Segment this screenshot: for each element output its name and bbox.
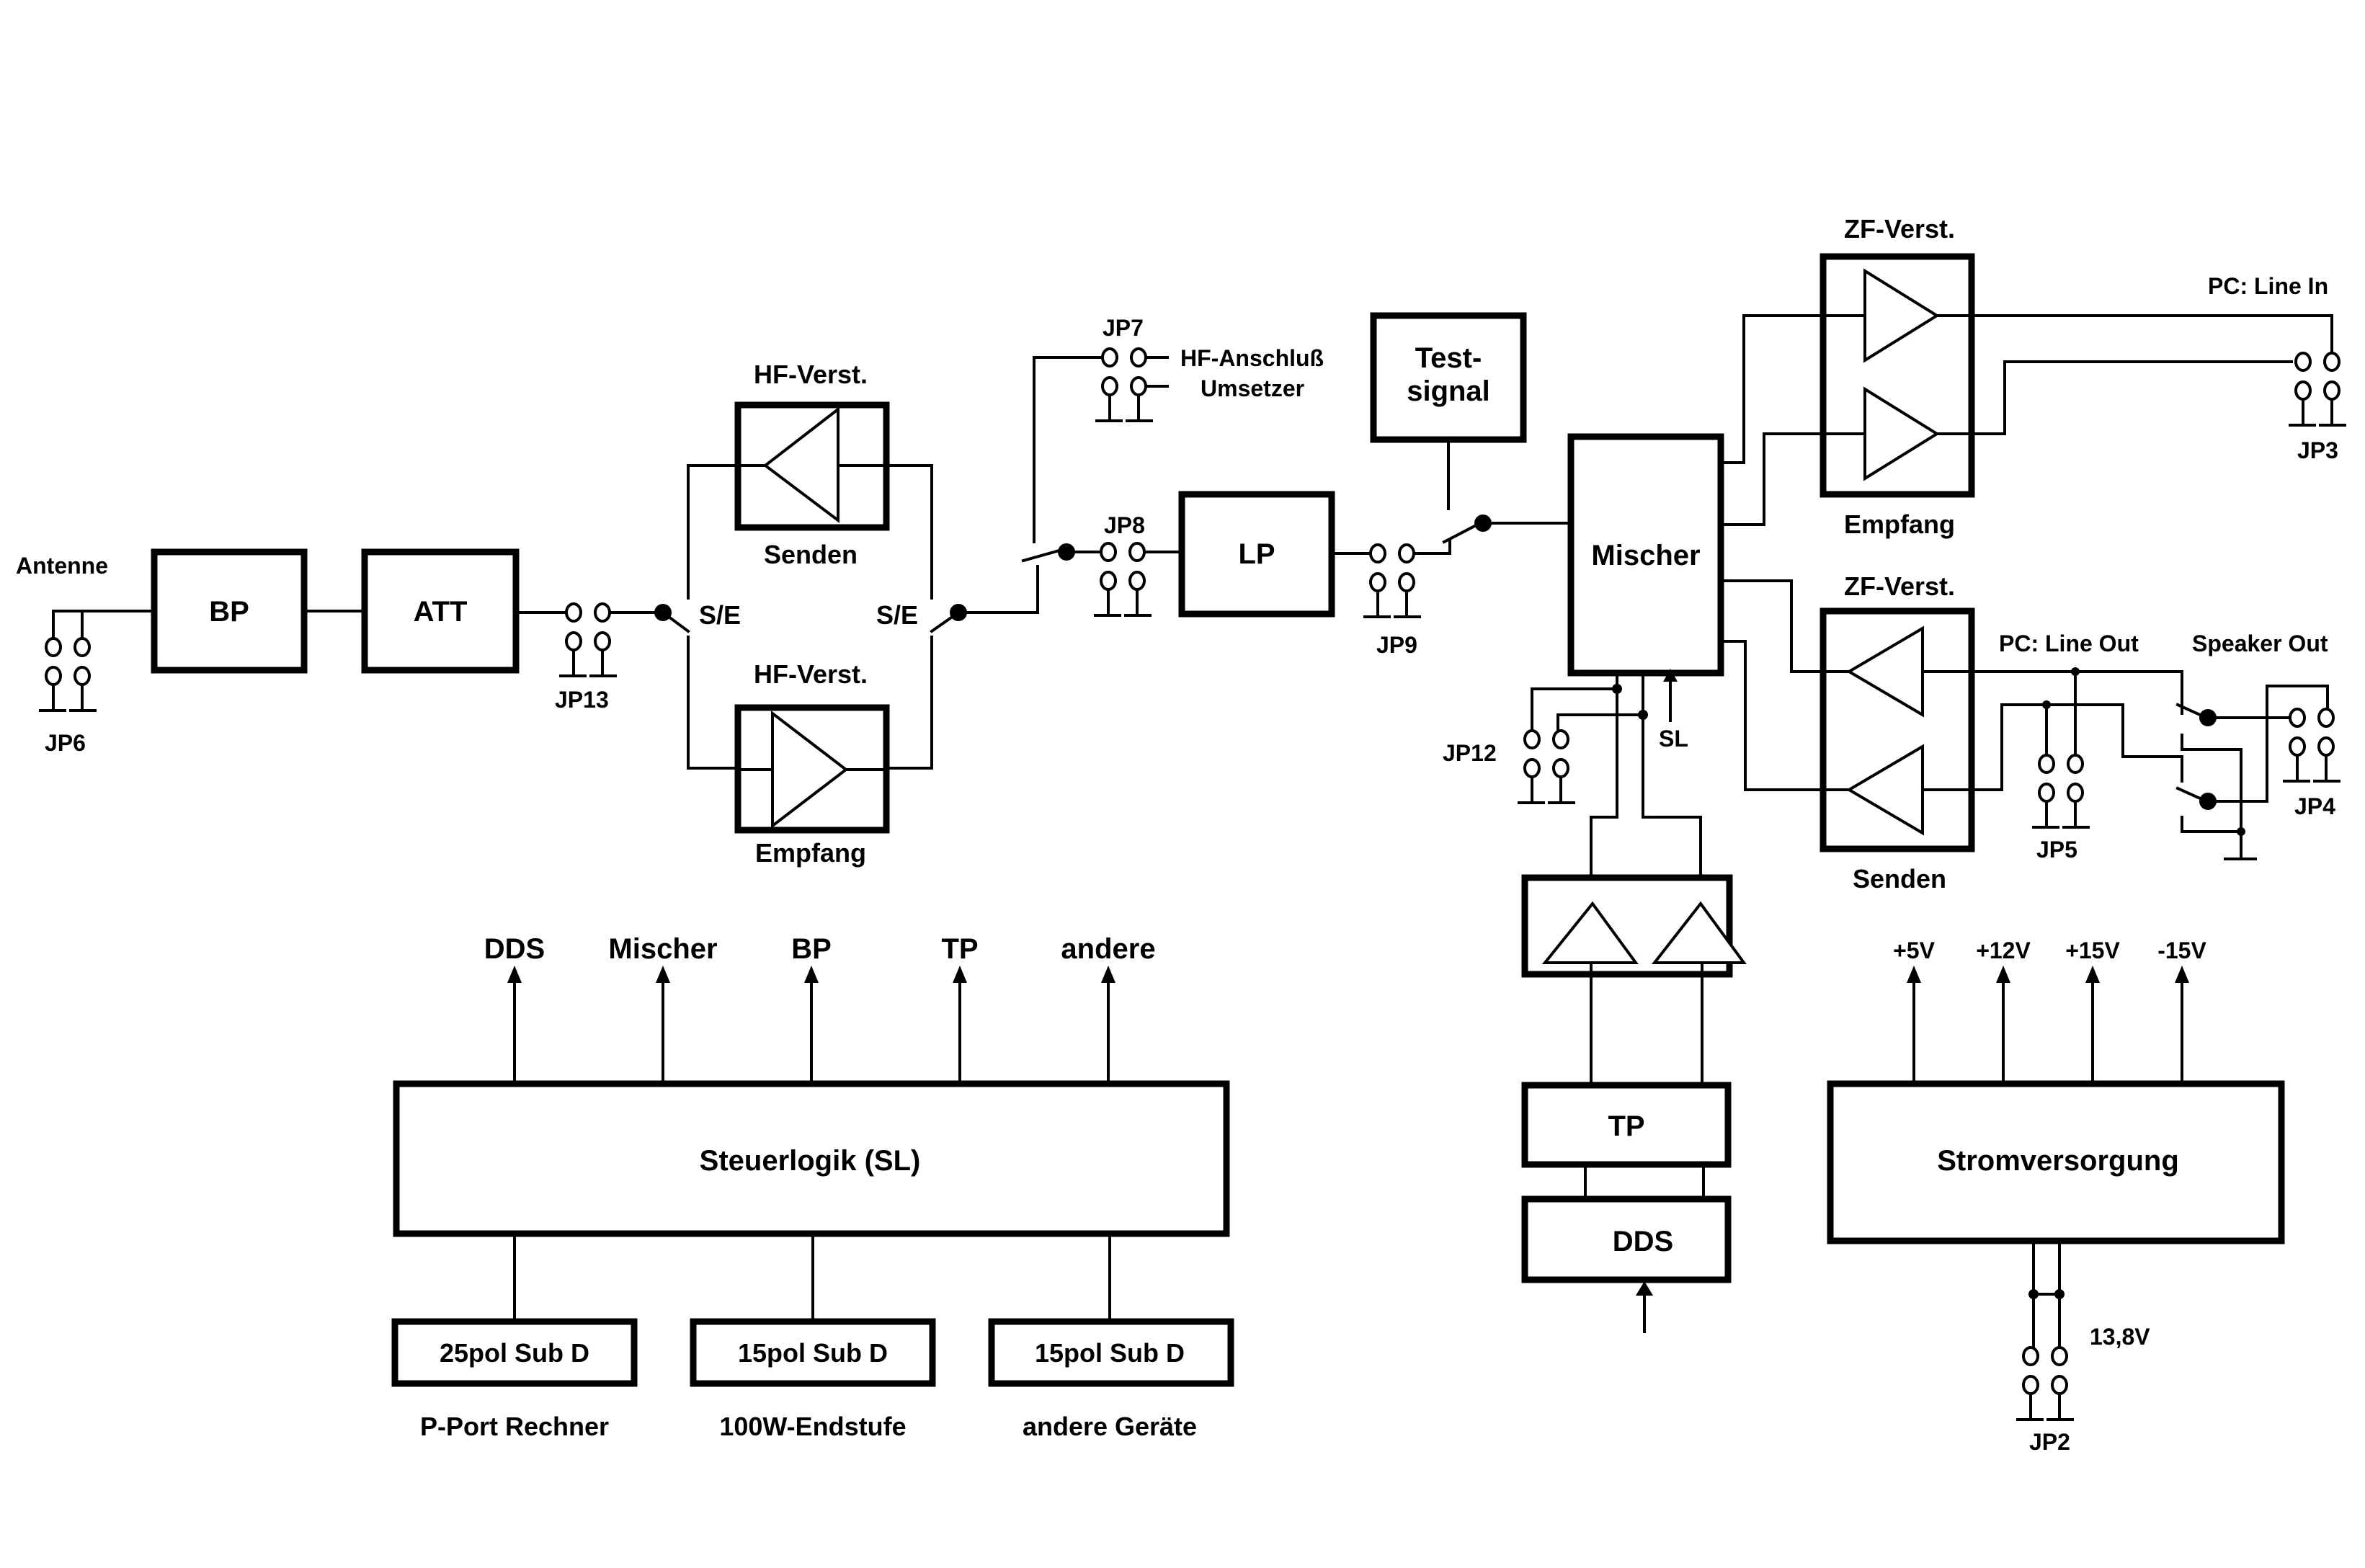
connector-15pol-endstufe[interactable]	[690, 1318, 936, 1387]
power-output-minus15v: -15V	[2157, 937, 2206, 1085]
jp7-note-line2: Umsetzer	[1201, 375, 1304, 401]
control-output-mischer: Mischer	[608, 933, 718, 1085]
zf-tx-title: ZF-Verst.	[1844, 571, 1955, 601]
connector-15pol-andere[interactable]	[988, 1318, 1234, 1387]
power-output-label: +12V	[1976, 937, 2031, 963]
lowpass-block[interactable]	[1178, 491, 1335, 618]
zf-rx-title: ZF-Verst.	[1844, 214, 1955, 244]
jumper-jp8[interactable]	[1094, 542, 1152, 617]
control-logic-label: Steuerlogik (SL)	[700, 1145, 921, 1177]
arrow-up-icon	[656, 966, 670, 983]
line-out-label: PC: Line Out	[1999, 631, 2139, 656]
input-voltage-label: 13,8V	[2090, 1324, 2150, 1350]
connector-caption: andere Geräte	[1023, 1412, 1197, 1441]
jp2-label: JP2	[2029, 1429, 2070, 1455]
arrow-up-icon	[1996, 966, 2010, 983]
jp13-label: JP13	[555, 687, 609, 713]
jumper-jp3[interactable]	[2289, 352, 2346, 427]
arrow-up-icon	[2175, 966, 2189, 983]
dds-label: DDS	[1613, 1226, 1673, 1257]
dds-input-arrow-icon	[1636, 1281, 1653, 1296]
hf-tx-caption: Senden	[764, 540, 858, 569]
sl-arrow-icon	[1663, 669, 1678, 682]
att-label: ATT	[414, 596, 468, 628]
attenuator-block[interactable]	[361, 548, 520, 674]
hf-rx-title: HF-Verst.	[754, 659, 868, 689]
control-output-label: Mischer	[608, 933, 717, 965]
jumper-jp9[interactable]	[1363, 543, 1421, 618]
mischer-label: Mischer	[1591, 540, 1700, 571]
connector-label: 25pol Sub D	[440, 1338, 589, 1368]
power-supply-block[interactable]	[1827, 1080, 2285, 1244]
power-supply-label: Stromversorgung	[1937, 1145, 2179, 1177]
speaker-out-label: Speaker Out	[2192, 631, 2328, 656]
hf-tx-title: HF-Verst.	[754, 360, 868, 389]
jumper-jp6[interactable]	[39, 610, 156, 712]
power-output-label: -15V	[2157, 937, 2206, 963]
testsignal-line1: Test-	[1415, 342, 1482, 374]
testsignal-line2: signal	[1407, 375, 1490, 407]
zf-rx-caption: Empfang	[1844, 509, 1955, 539]
control-output-label: TP	[941, 933, 978, 965]
connector-label: 15pol Sub D	[738, 1338, 888, 1368]
se-right-label: S/E	[876, 600, 918, 630]
dds-block[interactable]	[1521, 1195, 1732, 1283]
arrow-up-icon	[507, 966, 522, 983]
arrow-up-icon	[1907, 966, 1921, 983]
arrow-up-icon	[804, 966, 819, 983]
control-output-andere: andere	[1061, 933, 1156, 1085]
tp-label: TP	[1608, 1110, 1644, 1142]
jumper-jp13[interactable]	[559, 602, 617, 677]
amp-up2-icon	[1651, 901, 1747, 964]
mixer-block[interactable]	[1567, 433, 1724, 677]
jumper-jp12[interactable]	[1518, 729, 1575, 804]
control-output-bp: BP	[791, 933, 832, 1085]
jp4-label: JP4	[2294, 793, 2335, 819]
jp5-label: JP5	[2036, 837, 2077, 863]
jp7-jp8-switch[interactable]	[1021, 548, 1061, 563]
connector-25pol[interactable]	[391, 1318, 638, 1387]
control-output-label: DDS	[484, 933, 545, 965]
antenna-label: Antenne	[16, 553, 108, 579]
se-left-label: S/E	[699, 600, 741, 630]
control-output-tp: TP	[941, 933, 979, 1085]
power-output-label: +15V	[2065, 937, 2120, 963]
arrow-up-icon	[2085, 966, 2100, 983]
jp12-label: JP12	[1443, 740, 1497, 766]
jp3-label: JP3	[2297, 437, 2338, 463]
bp-label: BP	[209, 596, 249, 628]
lp-label: LP	[1238, 538, 1275, 570]
connector-label: 15pol Sub D	[1035, 1338, 1185, 1368]
jumper-jp5[interactable]	[2032, 754, 2090, 829]
arrow-up-icon	[1101, 966, 1115, 983]
power-output-5v: +5V	[1893, 937, 1936, 1085]
power-output-15v: +15V	[2065, 937, 2120, 1085]
sl-label: SL	[1659, 726, 1688, 752]
arrow-up-icon	[953, 966, 967, 983]
jumper-jp4[interactable]	[2283, 708, 2340, 783]
control-logic-block[interactable]	[393, 1080, 1230, 1237]
zf-tx-caption: Senden	[1853, 864, 1946, 894]
testsignal-block[interactable]	[1370, 312, 1527, 443]
bandpass-block[interactable]	[151, 548, 308, 674]
jumper-jp2[interactable]	[2016, 1346, 2074, 1421]
jp9-label: JP9	[1376, 632, 1417, 658]
jumper-jp7[interactable]	[1095, 347, 1169, 422]
control-output-label: andere	[1061, 933, 1155, 965]
jp7-note-line1: HF-Anschluß	[1180, 345, 1324, 371]
jp7-label: JP7	[1103, 315, 1144, 341]
power-output-label: +5V	[1893, 937, 1935, 963]
jp6-label: JP6	[45, 730, 86, 756]
control-output-label: BP	[791, 933, 832, 965]
connector-caption: 100W-Endstufe	[719, 1412, 906, 1441]
tp-lowpass-block[interactable]	[1521, 1082, 1732, 1168]
power-output-12v: +12V	[1976, 937, 2031, 1085]
jp8-label: JP8	[1104, 512, 1145, 538]
connector-caption: P-Port Rechner	[420, 1412, 609, 1441]
se-switch-left[interactable]	[661, 610, 690, 633]
control-output-dds: DDS	[484, 933, 545, 1085]
line-in-label: PC: Line In	[2208, 273, 2328, 299]
hf-rx-caption: Empfang	[755, 838, 866, 868]
